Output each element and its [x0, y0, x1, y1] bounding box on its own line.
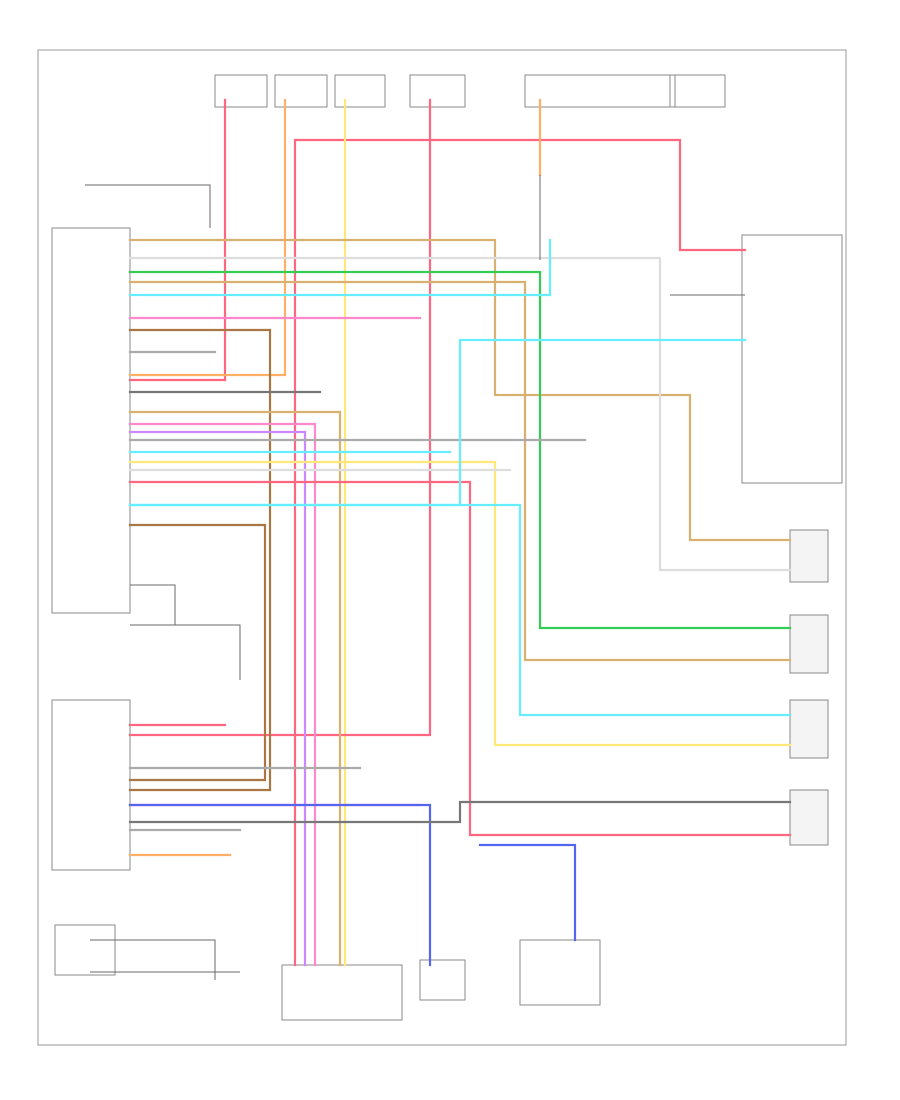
- wire-red-left: [128, 98, 227, 382]
- wire-tan-3: [128, 410, 342, 967]
- module-body-upper: [51, 227, 131, 614]
- wire-lightblue-1: [128, 238, 552, 297]
- thin-wire-ground: [130, 584, 176, 625]
- wheel-sensor-connector-2: [789, 614, 829, 674]
- transfer-case-encoder: [419, 959, 466, 1001]
- wire-violet-1: [128, 430, 307, 967]
- fuse-block-top: [214, 74, 726, 108]
- wire-pink-2: [128, 422, 317, 967]
- wire-orange-top: [128, 98, 287, 377]
- fuse-box-5: [524, 74, 676, 108]
- wire-white-1: [128, 256, 792, 572]
- thin-wire-top-left: [85, 184, 211, 228]
- transfer-control-switch: [281, 964, 403, 1021]
- wire-lightblue-4: [128, 503, 792, 717]
- diagram-frame: [37, 49, 847, 1046]
- wire-tan-2: [128, 280, 792, 662]
- shift-motor-connector: [519, 939, 601, 1006]
- right-connectors: [741, 234, 843, 846]
- left-control-module: [51, 227, 131, 871]
- wire-red-mid: [128, 98, 432, 737]
- wire-brown-1: [128, 328, 272, 792]
- fuse-box-2: [274, 74, 328, 108]
- wire-lightblue-3: [128, 338, 747, 507]
- wire-red-feed: [293, 138, 747, 967]
- module-body-lower: [51, 699, 131, 871]
- thin-wire-bottom-left: [90, 939, 216, 980]
- fuse-box-4: [409, 74, 466, 108]
- wire-blue-2: [478, 843, 577, 942]
- wire-harness: [128, 98, 792, 967]
- wheel-sensor-connector-4: [789, 789, 829, 846]
- fuse-box-3: [334, 74, 386, 108]
- wire-yellow-1: [128, 460, 792, 747]
- wire-red-2: [128, 480, 792, 837]
- fuse-box-1: [214, 74, 268, 108]
- fuse-box-6: [669, 74, 726, 108]
- wire-gray-4: [128, 800, 792, 824]
- wire-tan-1: [128, 238, 792, 542]
- instrument-cluster: [741, 234, 843, 484]
- wire-brown-2: [128, 523, 267, 782]
- thin-wire-switch: [130, 624, 241, 680]
- wire-blue-1: [128, 803, 432, 967]
- bottom-components: [54, 924, 601, 1021]
- left-switch-box: [54, 924, 116, 976]
- wheel-sensor-connector-1: [789, 529, 829, 583]
- wheel-sensor-connector-3: [789, 699, 829, 759]
- wire-green-1: [128, 270, 792, 630]
- thin-wires: [85, 175, 745, 980]
